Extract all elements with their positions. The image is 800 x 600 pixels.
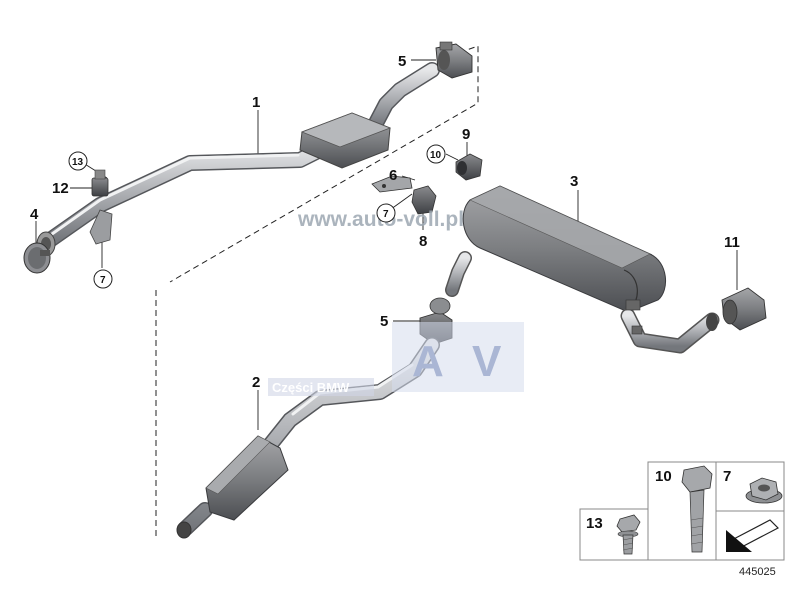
fastener-legend: 13 10 7 445025 (579, 461, 785, 578)
callout-13-circle (68, 151, 88, 171)
callout-10-circle (426, 144, 446, 164)
callout-1: 1 (252, 94, 260, 111)
diagram-number: 445025 (739, 566, 776, 578)
callout-10: 10 (430, 150, 442, 161)
callout-13: 13 (72, 157, 84, 168)
callout-7-lower-circle (93, 269, 113, 289)
callout-5-lower: 5 (380, 313, 388, 330)
rubber-mount-part12 (89, 169, 113, 245)
callout-7-upper: 7 (383, 209, 389, 220)
tailpipe-trim-part11 (721, 287, 767, 331)
hex-bolt-part10 (681, 465, 713, 553)
callout-8: 8 (419, 233, 427, 250)
rear-muffler (445, 185, 720, 354)
callout-7-upper-circle (376, 203, 396, 223)
mount-part9 (455, 153, 483, 181)
flange-bolt-part13 (616, 514, 641, 555)
hanger-bracket-part6 (371, 175, 437, 215)
callout-12: 12 (52, 180, 69, 197)
legend-label-13: 13 (586, 515, 603, 532)
callout-11: 11 (724, 234, 740, 251)
callout-2: 2 (252, 374, 260, 391)
callout-5-upper: 5 (398, 53, 406, 70)
callout-labels: 5 1 9 13 10 3 12 6 7 4 8 11 7 5 2 (30, 53, 740, 391)
assembly-outline-front (155, 45, 479, 538)
watermark-letter-a: A (412, 337, 444, 386)
watermark-caption-bg (268, 378, 374, 396)
watermark-caption: Części BMW (272, 380, 350, 395)
flange-nut-part7 (745, 477, 783, 504)
watermark-logo-box (392, 322, 524, 392)
callout-6: 6 (389, 167, 397, 184)
clamp-part5-upper (435, 41, 473, 79)
callout-9: 9 (462, 126, 470, 143)
pipe-clamp-part4 (23, 242, 51, 274)
direction-arrow-icon (726, 519, 780, 552)
callout-3: 3 (570, 173, 578, 190)
callout-4: 4 (30, 206, 39, 223)
legend-label-7: 7 (723, 468, 731, 485)
legend-label-10: 10 (655, 468, 672, 485)
watermark: www.auto-voll.pl A V Części BMW (268, 208, 524, 396)
watermark-letter-v: V (472, 337, 502, 386)
front-pipe-with-center-muffler (36, 62, 440, 257)
callout-7-lower: 7 (100, 275, 106, 286)
